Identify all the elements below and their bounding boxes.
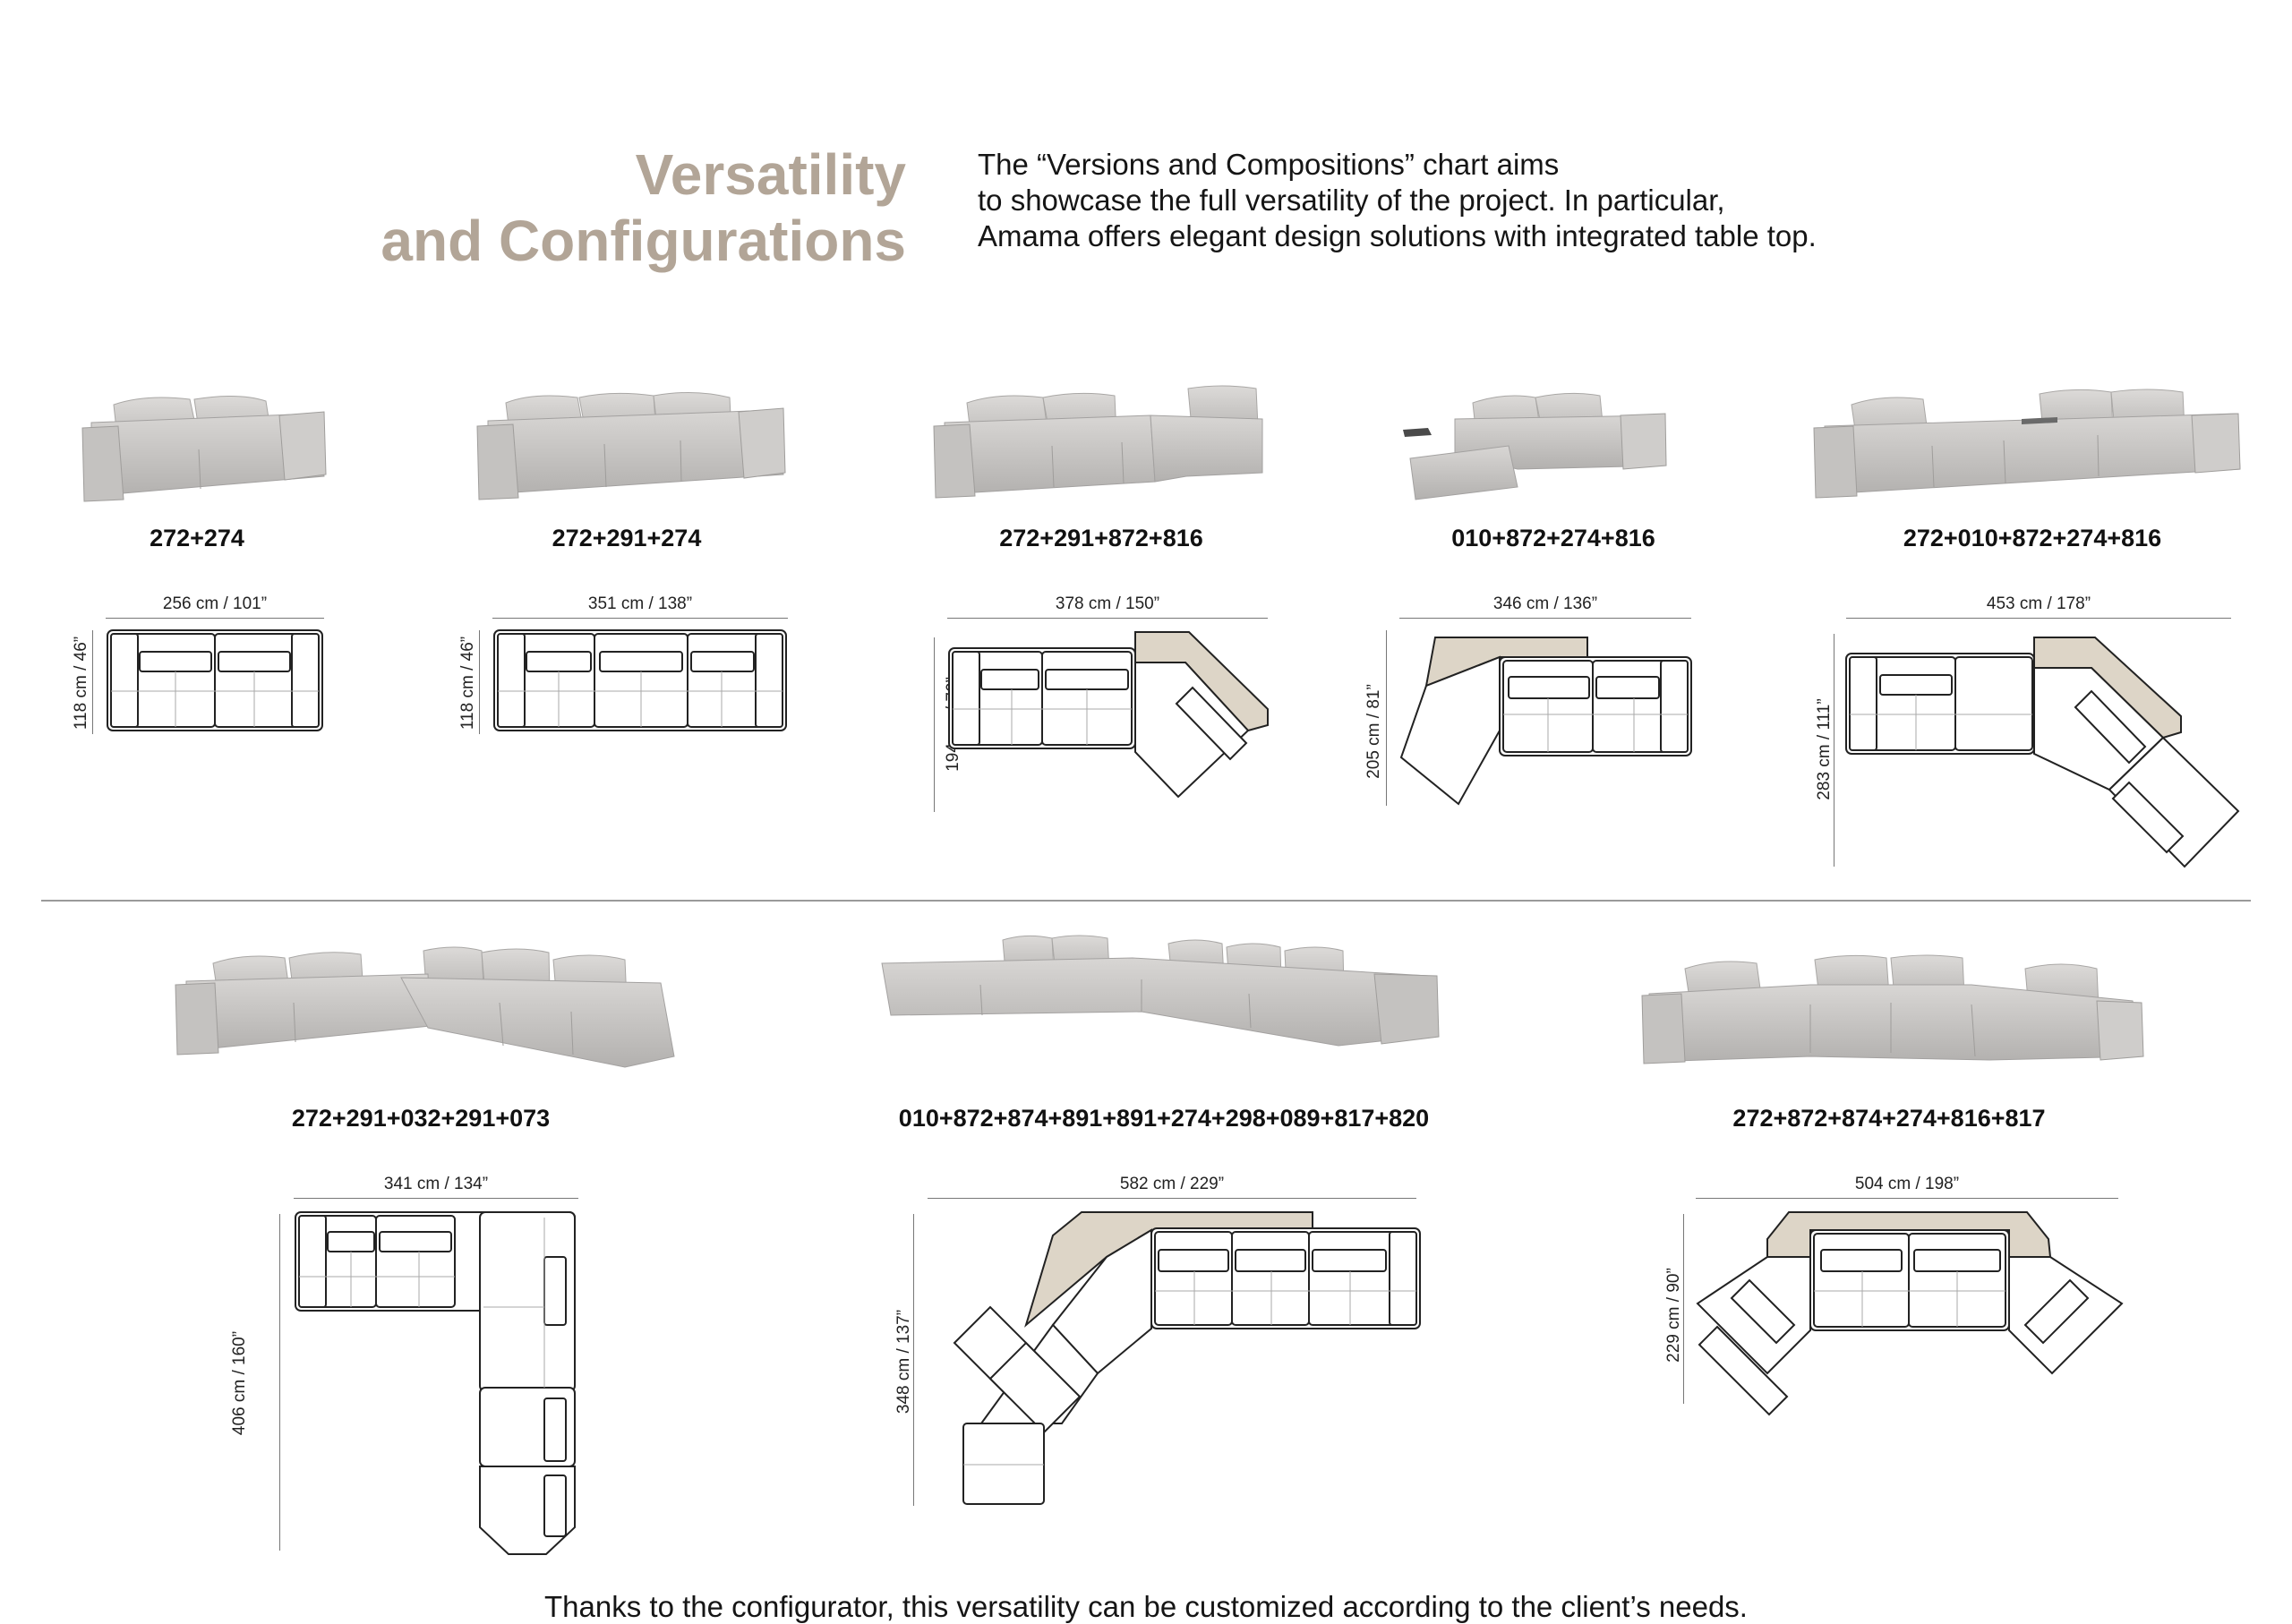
width-line-7	[928, 1198, 1416, 1199]
depth-line-4	[1386, 630, 1387, 806]
depth-line-8	[1683, 1214, 1684, 1404]
floor-plan-5	[1845, 637, 2240, 868]
config-code-4: 010+872+274+816	[1451, 525, 1655, 551]
config-code-2: 272+291+274	[552, 525, 702, 551]
width-label-8: 504 cm / 198”	[1854, 1175, 1960, 1193]
config-code-1: 272+274	[150, 525, 244, 551]
depth-line-6	[279, 1214, 280, 1551]
depth-label-4: 205 cm / 81”	[1364, 684, 1383, 779]
width-label-6: 341 cm / 134”	[383, 1175, 489, 1193]
config-code-3: 272+291+872+816	[999, 525, 1203, 551]
width-line-4	[1399, 618, 1691, 619]
width-label-2: 351 cm / 138”	[587, 594, 693, 613]
depth-line-3	[934, 637, 935, 812]
sofa-photo-6	[175, 946, 675, 1068]
depth-label-5: 283 cm / 111”	[1815, 698, 1834, 800]
depth-label-7: 348 cm / 137”	[894, 1309, 913, 1415]
sofa-photo-1	[81, 395, 327, 502]
width-label-1: 256 cm / 101”	[162, 594, 268, 613]
floor-plan-1	[107, 629, 323, 731]
intro-line-1: The “Versions and Compositions” chart ai…	[978, 148, 1560, 181]
depth-label-6: 406 cm / 160”	[230, 1330, 249, 1436]
sofa-photo-5	[1813, 389, 2241, 499]
depth-line-1	[92, 630, 93, 734]
width-label-4: 346 cm / 136”	[1492, 594, 1598, 613]
intro-line-2: to showcase the full versatility of the …	[978, 184, 1725, 217]
sofa-photo-7	[881, 935, 1440, 1047]
config-code-7: 010+872+874+891+891+274+298+089+817+820	[898, 1105, 1430, 1132]
page-title: Versatility and Configurations	[269, 141, 906, 274]
depth-label-2: 118 cm / 46”	[458, 636, 477, 731]
floor-plan-7	[953, 1211, 1421, 1505]
config-code-8: 272+872+874+274+816+817	[1732, 1105, 2046, 1132]
width-line-1	[106, 618, 324, 619]
width-label-5: 453 cm / 178”	[1986, 594, 2091, 613]
footer-text: Thanks to the configurator, this versati…	[544, 1590, 1748, 1623]
sofa-photo-3	[933, 385, 1263, 499]
floor-plan-3	[948, 631, 1269, 799]
intro-text: The “Versions and Compositions” chart ai…	[978, 147, 2052, 254]
width-label-7: 582 cm / 229”	[1119, 1175, 1225, 1193]
floor-plan-2	[493, 629, 787, 731]
config-code-5: 272+010+872+274+816	[1903, 525, 2162, 551]
floor-plan-8	[1696, 1211, 2124, 1416]
sofa-photo-8	[1641, 954, 2144, 1064]
config-code-6: 272+291+032+291+073	[291, 1105, 551, 1132]
width-line-2	[492, 618, 788, 619]
width-line-5	[1846, 618, 2231, 619]
sofa-photo-2	[476, 391, 786, 500]
title-line-1: Versatility	[635, 142, 906, 207]
width-label-3: 378 cm / 150”	[1055, 594, 1160, 613]
width-line-6	[294, 1198, 578, 1199]
depth-label-1: 118 cm / 46”	[72, 636, 90, 731]
sofa-photo-4	[1403, 392, 1667, 500]
depth-label-8: 229 cm / 90”	[1664, 1268, 1683, 1363]
width-line-8	[1696, 1198, 2118, 1199]
floor-plan-4	[1399, 637, 1692, 806]
floor-plan-6	[295, 1211, 576, 1555]
section-divider	[41, 900, 2251, 902]
intro-line-3: Amama offers elegant design solutions wi…	[978, 219, 1817, 252]
width-line-3	[947, 618, 1268, 619]
depth-line-2	[479, 630, 480, 734]
title-line-2: and Configurations	[381, 209, 906, 273]
depth-line-7	[913, 1214, 914, 1506]
